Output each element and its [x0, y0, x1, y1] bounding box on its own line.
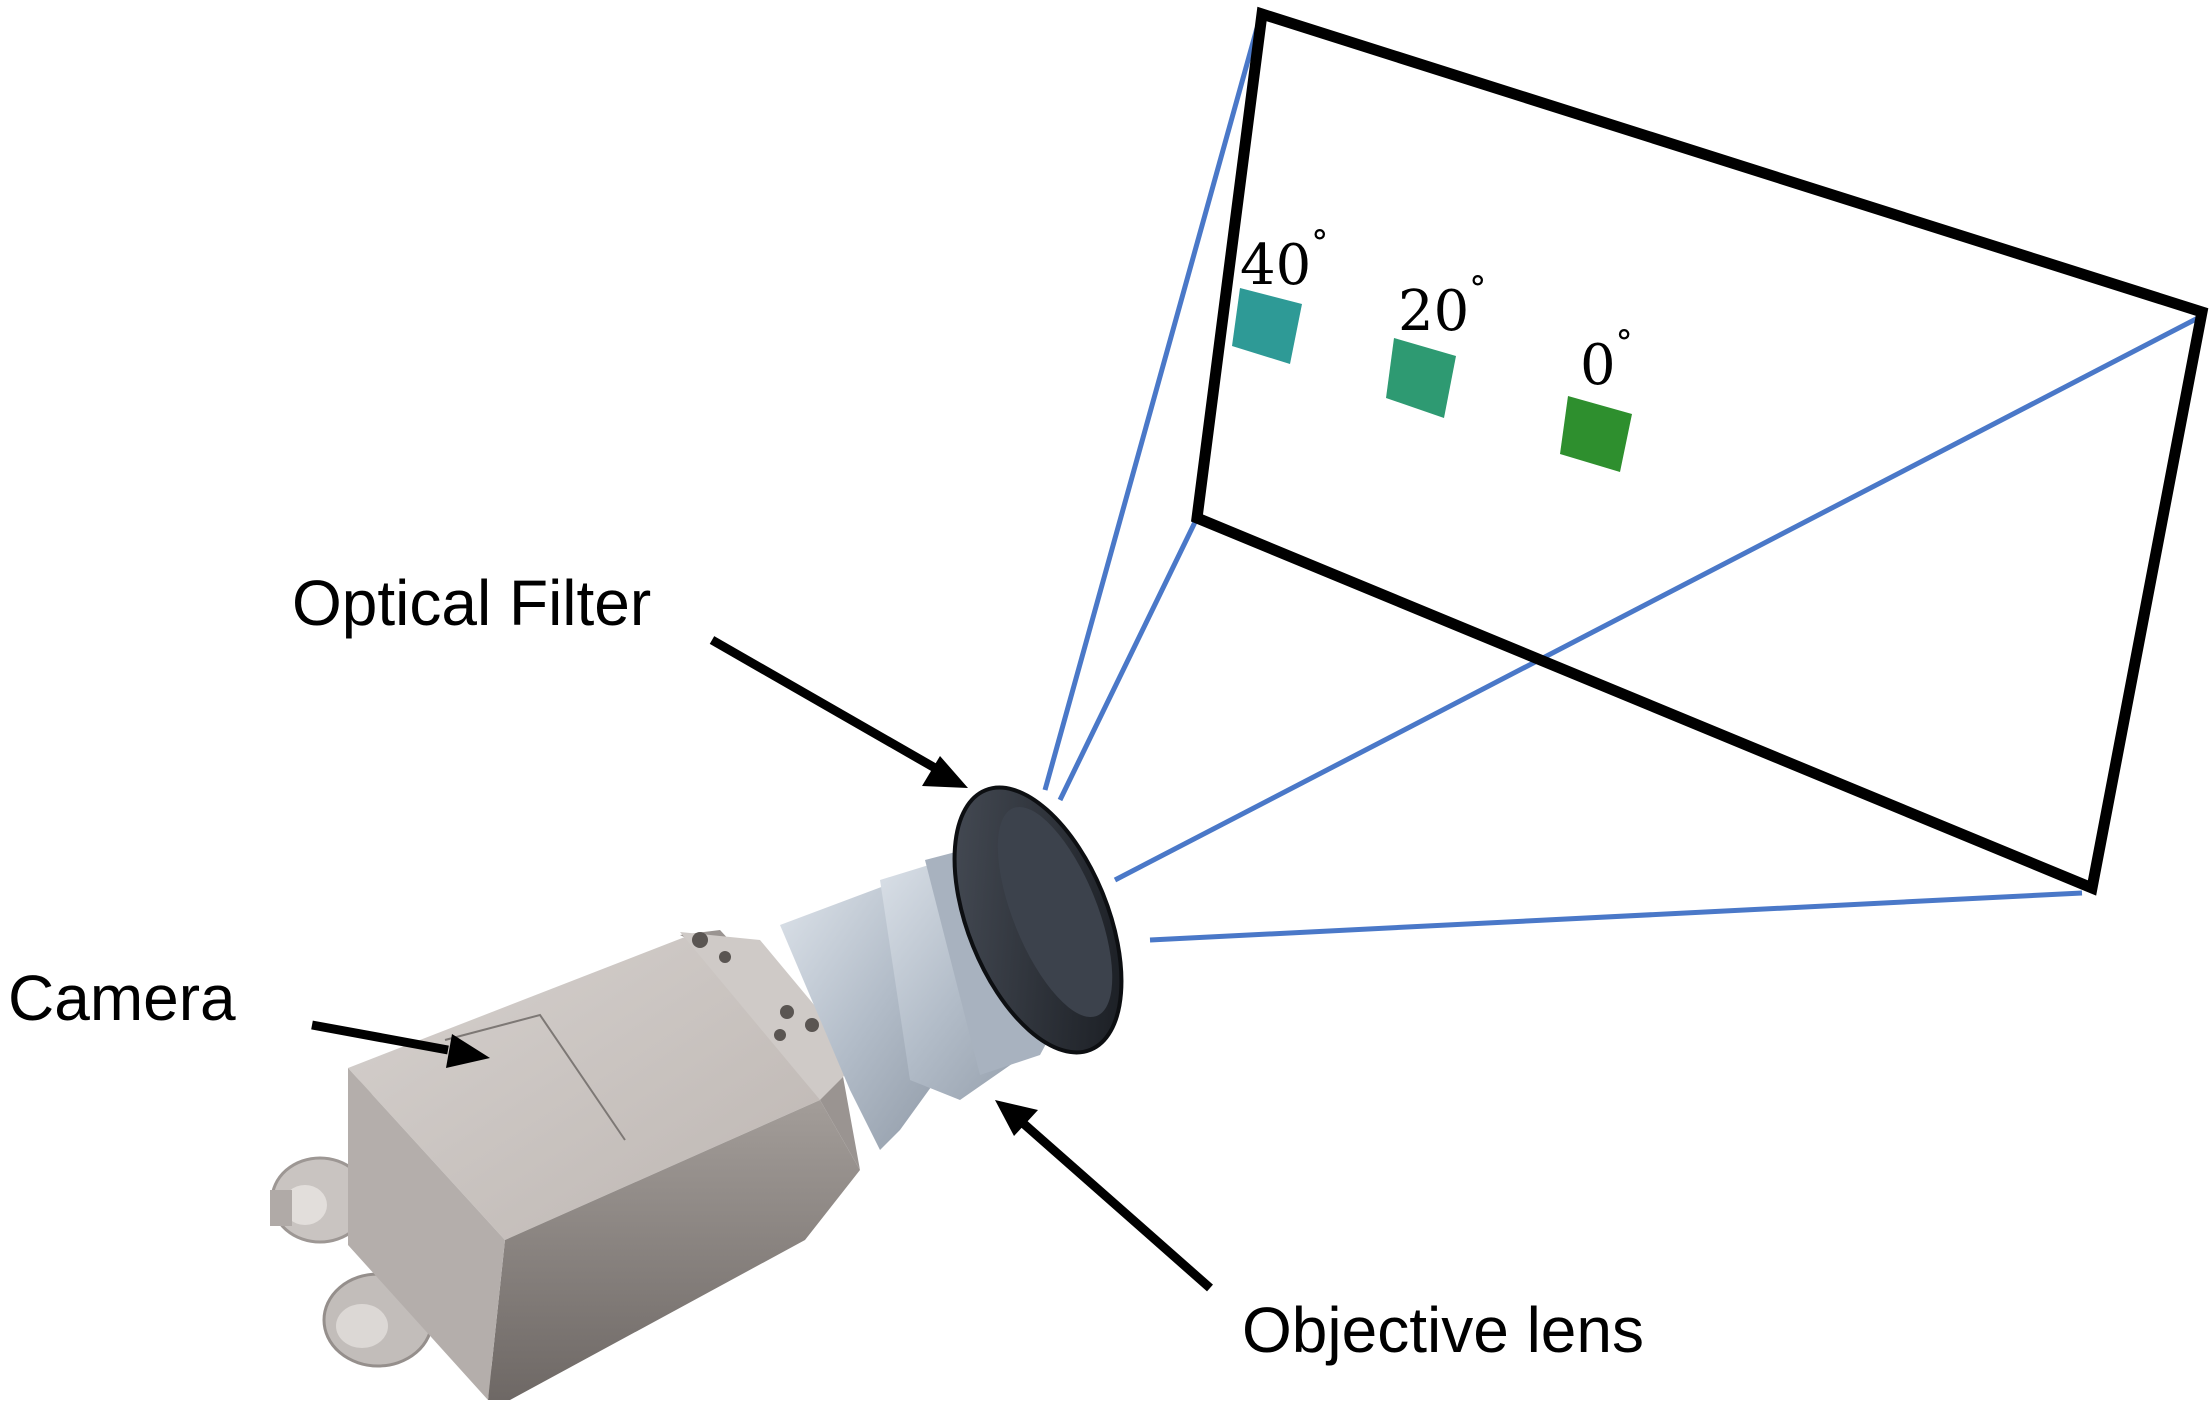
screw-hole — [774, 1029, 786, 1041]
fov-rays — [1042, 27, 2200, 943]
screw-hole — [780, 1005, 794, 1019]
ray-mid — [1057, 516, 1200, 802]
angle-patches — [1232, 288, 1632, 472]
camera-body-top — [348, 935, 820, 1240]
ray-bottom — [1149, 890, 2083, 943]
camera-assembly — [270, 785, 1124, 1400]
angle-label-0: 0° — [1580, 323, 1633, 398]
angle-label-40-value: 40 — [1240, 233, 1311, 298]
ray-top — [1042, 27, 1260, 791]
patch-40-deg — [1232, 288, 1302, 364]
ray-right — [1113, 315, 2200, 883]
screw-hole — [719, 951, 731, 963]
camera-body-rear — [348, 1068, 505, 1400]
angle-label-20-value: 20 — [1398, 279, 1469, 344]
angle-labels: 40° 20° 0° — [1240, 223, 1633, 398]
angle-label-40: 40° — [1240, 223, 1328, 298]
target-plane-frame — [1191, 6, 2209, 896]
optical-filter-label: Optical Filter — [292, 567, 651, 639]
camera-top-plate — [444, 1013, 626, 1141]
angle-label-20-degree: ° — [1469, 269, 1486, 309]
patch-0-deg — [1560, 396, 1632, 472]
optical-filter-face — [997, 806, 1113, 1018]
angle-label-0-degree: ° — [1616, 323, 1633, 363]
patch-20-deg — [1386, 338, 1456, 418]
optical-filter-arrowhead — [922, 756, 968, 788]
camera-arrowhead — [446, 1034, 490, 1068]
camera-label: Camera — [8, 962, 236, 1034]
camera-mount-top — [680, 932, 860, 1100]
camera-body-side — [488, 1100, 860, 1400]
screw-hole — [805, 1018, 819, 1032]
objective-lens-label: Objective lens — [1242, 1294, 1644, 1366]
screw-hole — [692, 932, 708, 948]
angle-label-0-value: 0 — [1580, 333, 1616, 398]
angle-label-40-degree: ° — [1311, 223, 1328, 263]
callout-arrows — [311, 636, 1213, 1292]
camera-arrow — [311, 1020, 449, 1055]
optical-filter-arrow — [709, 636, 938, 772]
angle-label-20: 20° — [1398, 269, 1486, 344]
objective-lens-arrowhead — [995, 1100, 1038, 1136]
objective-lens-arrow — [1021, 1120, 1213, 1292]
